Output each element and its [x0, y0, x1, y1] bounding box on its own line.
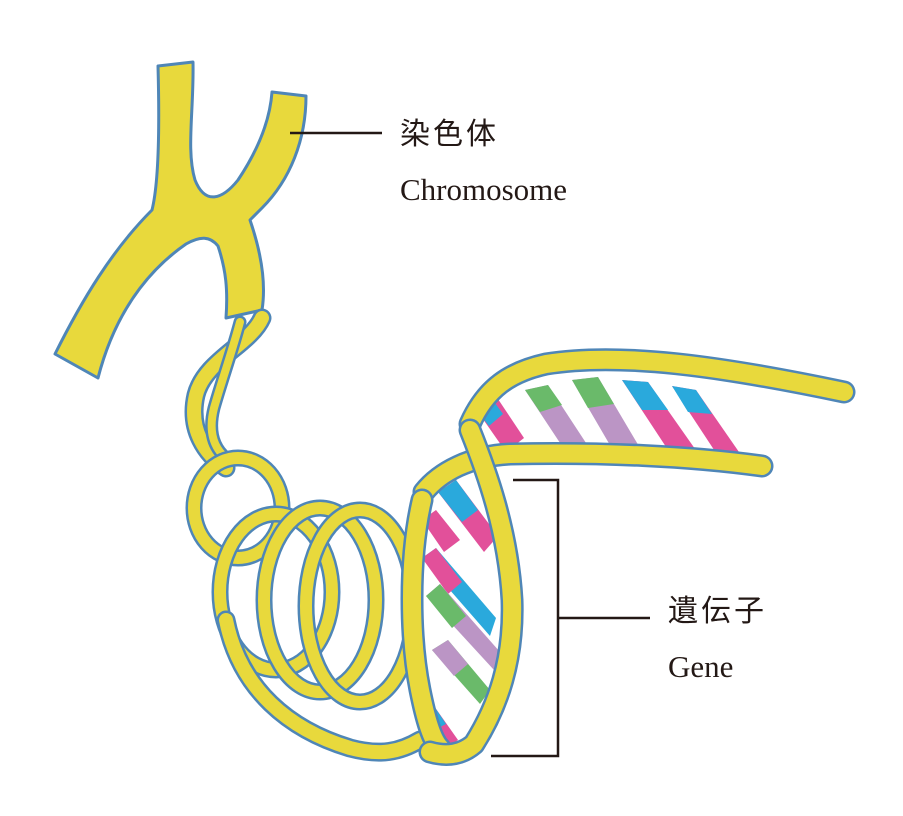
gene-label-en: Gene: [668, 649, 734, 684]
base-pair: [422, 510, 460, 552]
chromosome-label-ja: 染色体: [400, 117, 499, 152]
base-pair: [432, 640, 468, 676]
dna-double-helix: [400, 348, 856, 766]
upper-rungs: [478, 377, 748, 465]
base-pair: [572, 377, 614, 408]
base-pair: [438, 480, 478, 522]
chromosome-x: [53, 60, 308, 380]
base-pair: [426, 584, 466, 628]
base-pair: [422, 548, 462, 594]
base-pair: [672, 386, 712, 414]
supercoil: [184, 308, 430, 762]
gene-label: 遺伝子 Gene: [668, 594, 767, 684]
lower-rungs: [418, 480, 500, 750]
chromosome-label-en: Chromosome: [400, 172, 568, 207]
base-pair: [622, 380, 668, 410]
gene-label-ja: 遺伝子: [668, 594, 767, 629]
chromosome-label: 染色体 Chromosome: [400, 117, 568, 207]
dna-base-pairs: [418, 377, 748, 750]
base-pair: [525, 385, 562, 412]
